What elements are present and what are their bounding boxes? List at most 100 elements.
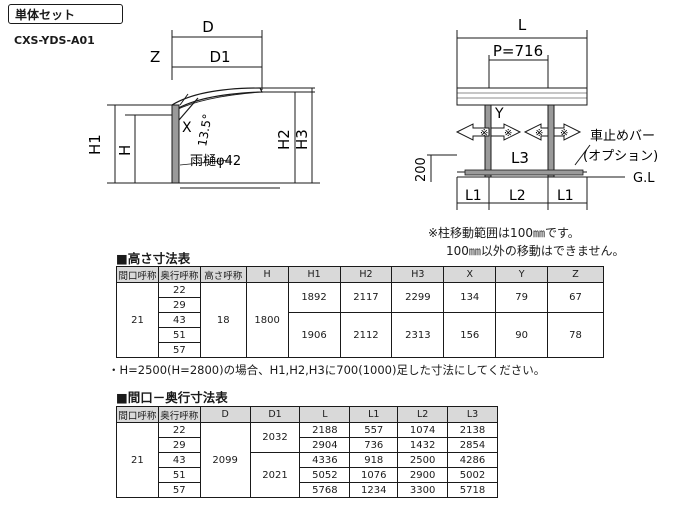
L-cell: 2188 <box>299 422 351 438</box>
L2-cell: 1074 <box>397 422 449 438</box>
table-row: 43 2021 4336 918 2500 4286 <box>117 452 498 498</box>
height-table: 間口呼称 奥行呼称 高さ呼称 H H1 H2 H3 X Y Z 21 22 18… <box>116 266 604 358</box>
Y-cell: 79 <box>495 282 549 313</box>
Y-cell: 90 <box>495 312 549 358</box>
label-H1: H1 <box>86 134 104 155</box>
header-cell: D <box>199 406 251 423</box>
L1-cell: 918 <box>349 452 399 468</box>
table-row: 57 5768 1234 3300 5718 <box>117 482 498 498</box>
label-H3: H3 <box>293 129 311 150</box>
depth-cell: 51 <box>157 327 201 343</box>
H3-cell: 2313 <box>391 312 445 358</box>
dim-table-title: ■間口－奥行寸法表 <box>116 390 228 405</box>
L3-cell: 2854 <box>447 437 498 453</box>
depth-cell: 29 <box>157 297 201 313</box>
L3-cell: 4286 <box>447 452 498 468</box>
X-cell: 134 <box>443 282 497 313</box>
header-cell: Z <box>547 266 604 283</box>
L1-cell: 1234 <box>349 482 399 498</box>
Z-cell: 78 <box>547 312 604 358</box>
label-H: H <box>116 145 134 156</box>
L2-cell: 2500 <box>397 452 449 468</box>
post-move-note-2: 100㎜以外の移動はできません。 <box>446 244 625 258</box>
depth-cell: 43 <box>157 312 201 328</box>
dim-table-header: 間口呼称 奥行呼称 D D1 L L1 L2 L3 <box>116 406 498 423</box>
L1-cell: 557 <box>349 422 399 438</box>
height-code-cell: 18 <box>199 282 247 358</box>
H1-cell: 1892 <box>287 282 341 313</box>
H1-cell: 1906 <box>287 312 341 358</box>
table-row: 43 1906 2112 2313 156 90 78 <box>117 312 604 358</box>
depth-cell: 22 <box>157 422 201 438</box>
D1-cell: 2021 <box>249 452 301 498</box>
depth-cell: 57 <box>157 342 201 358</box>
header-cell: 間口呼称 <box>116 266 159 283</box>
L1-cell: 736 <box>349 437 399 453</box>
D1-cell: 2032 <box>249 422 301 453</box>
label-L3: L3 <box>511 149 529 167</box>
depth-cell: 51 <box>157 467 201 483</box>
depth-cell: 29 <box>157 437 201 453</box>
product-set-badge: 単体セット <box>8 4 123 24</box>
label-L2: L2 <box>509 188 526 204</box>
label-Z: Z <box>150 48 160 66</box>
label-P: P=716 <box>493 42 543 60</box>
label-barrier: 車止めバー <box>590 129 655 144</box>
header-cell: H3 <box>391 266 445 283</box>
table-row: 21 22 2099 2032 2188 557 1074 2138 <box>116 422 498 498</box>
width-code-cell: 21 <box>116 282 159 358</box>
H3-cell: 2299 <box>391 282 445 313</box>
H-cell: 1800 <box>245 282 289 358</box>
L1-cell: 1076 <box>349 467 399 483</box>
height-table-title: ■高さ寸法表 <box>116 251 191 266</box>
label-L: L <box>518 16 527 34</box>
L2-cell: 3300 <box>397 482 449 498</box>
L2-cell: 2900 <box>397 467 449 483</box>
X-cell: 156 <box>443 312 497 358</box>
table-row: 29 2904 736 1432 2854 <box>117 437 498 453</box>
table-row: 21 22 18 1800 1892 2117 2299 134 79 67 <box>116 282 604 358</box>
label-X: X <box>182 120 192 136</box>
front-view-diagram: ※ ※ ※ ※ L P=716 Y L3 車止めバー (オプション) G.L 2… <box>414 16 658 210</box>
header-cell: 奥行呼称 <box>157 406 201 423</box>
L-cell: 5052 <box>299 467 351 483</box>
move-mark-2: ※ <box>504 128 512 139</box>
L-cell: 4336 <box>299 452 351 468</box>
label-200: 200 <box>414 157 429 182</box>
move-mark-3: ※ <box>535 128 543 139</box>
depth-cell: 22 <box>157 282 201 298</box>
label-gutter: 雨樋φ42 <box>190 153 241 169</box>
L2-cell: 1432 <box>397 437 449 453</box>
label-option: (オプション) <box>583 149 658 164</box>
header-cell: H1 <box>287 266 341 283</box>
L-cell: 2904 <box>299 437 351 453</box>
H2-cell: 2112 <box>339 312 393 358</box>
width-code-cell: 21 <box>116 422 159 498</box>
header-cell: 間口呼称 <box>116 406 159 423</box>
depth-cell: 43 <box>157 452 201 468</box>
H2-cell: 2117 <box>339 282 393 313</box>
L3-cell: 5002 <box>447 467 498 483</box>
header-cell: D1 <box>249 406 301 423</box>
header-cell: 奥行呼称 <box>157 266 201 283</box>
L3-cell: 5718 <box>447 482 498 498</box>
side-view-diagram: D D1 Z X 13.5° H1 H H2 H3 雨樋φ42 <box>86 18 320 189</box>
header-cell: 高さ呼称 <box>199 266 247 283</box>
header-cell: L3 <box>447 406 498 423</box>
dim-table: 間口呼称 奥行呼称 D D1 L L1 L2 L3 21 22 2099 203… <box>116 406 498 498</box>
depth-cell: 57 <box>157 482 201 498</box>
header-cell: L <box>299 406 351 423</box>
move-mark-4: ※ <box>560 128 568 139</box>
model-number: CXS-YDS-A01 <box>14 34 95 47</box>
label-H2: H2 <box>275 129 293 150</box>
label-L1-left: L1 <box>465 188 482 204</box>
L-cell: 5768 <box>299 482 351 498</box>
label-gl: G.L <box>633 171 655 186</box>
label-Y: Y <box>494 106 504 122</box>
header-cell: L2 <box>397 406 449 423</box>
height-table-header: 間口呼称 奥行呼称 高さ呼称 H H1 H2 H3 X Y Z <box>116 266 604 283</box>
header-cell: H <box>245 266 289 283</box>
move-mark-1: ※ <box>480 128 488 139</box>
header-cell: H2 <box>339 266 393 283</box>
table-row: 57 <box>117 342 604 358</box>
